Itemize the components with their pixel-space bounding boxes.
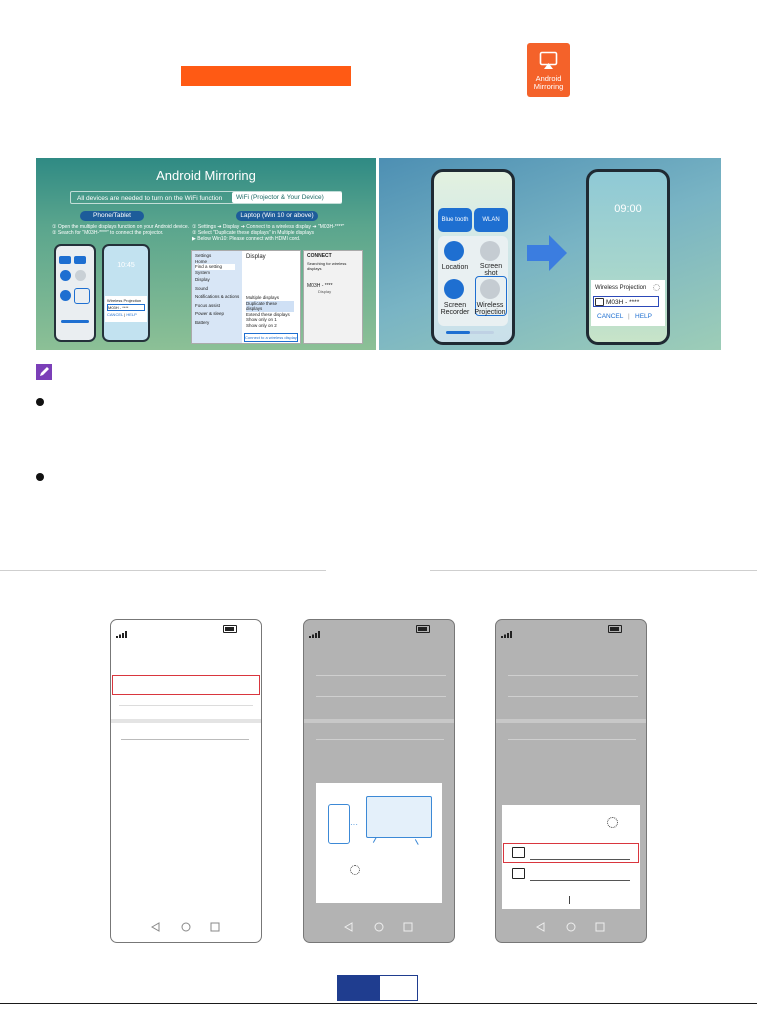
laptop-steps: ① Settings ➔ Display ➔ Connect to a wire…	[192, 224, 345, 242]
phone-steps: ① Open the multiple displays function on…	[52, 224, 190, 236]
nav-bar	[496, 920, 646, 934]
screenshot-icon[interactable]	[480, 241, 500, 261]
phone-illustration-icon	[328, 804, 350, 844]
nav-bar	[304, 920, 454, 934]
signal-icon	[116, 625, 130, 643]
page-tab	[379, 975, 418, 1001]
display-heading: Display	[246, 254, 266, 260]
phone-device-list-screen	[495, 619, 647, 943]
android-mirroring-banner: Android Mirroring All devices are needed…	[36, 158, 376, 350]
device-list-dialog	[502, 805, 640, 909]
nav-bar	[111, 920, 261, 934]
bluetooth-tile[interactable]: Blue tooth	[438, 208, 472, 232]
mini-phone-popup: 10:45 Wireless Projection M03H - **** CA…	[102, 244, 150, 342]
connect-panel: CONNECT Searching for wireless displays …	[303, 250, 363, 344]
location-icon[interactable]	[444, 241, 464, 261]
recorder-icon	[60, 290, 71, 301]
footer-line	[0, 1003, 757, 1004]
loading-spinner-icon	[607, 817, 618, 828]
wlan-tile	[74, 256, 86, 264]
settings-menu: Settings Home Find a setting System Disp…	[195, 253, 240, 325]
device-m03h[interactable]: M03H - ****	[593, 296, 659, 307]
projection-icon	[480, 279, 500, 299]
loading-spinner-icon	[653, 284, 660, 291]
phone-connecting-screen: ···	[303, 619, 455, 943]
divider-left	[0, 570, 326, 571]
mini-popup: Wireless Projection M03H - **** CANCEL |…	[105, 296, 147, 322]
bullet-2	[36, 473, 44, 481]
brightness-slider	[61, 320, 89, 323]
bullet-1	[36, 398, 44, 406]
laptop-tab: Laptop (Win 10 or above)	[236, 211, 318, 221]
page-tab-active	[337, 975, 379, 1001]
brightness-slider[interactable]	[446, 331, 494, 334]
signal-icon	[501, 625, 515, 643]
screen-recorder-icon[interactable]	[444, 279, 464, 299]
location-icon	[60, 270, 71, 281]
wireless-projection-banner: Blue tooth WLAN Location Screen shot Scr…	[379, 158, 721, 350]
divider-right	[430, 570, 757, 571]
bluetooth-tile	[59, 256, 71, 264]
screen-cast-icon	[539, 51, 558, 69]
mini-phone-control-panel	[54, 244, 96, 342]
phone-projection-popup: 09:00 Wireless Projection M03H - **** CA…	[586, 169, 670, 345]
battery-icon	[416, 625, 430, 633]
banner-wifi-label: WiFi (Projector & Your Device)	[232, 192, 342, 203]
projection-icon	[74, 288, 90, 304]
settings-item-highlighted[interactable]	[112, 675, 260, 695]
device-item-highlighted[interactable]	[503, 843, 639, 863]
android-mirroring-app-icon[interactable]: Android Mirroring	[527, 43, 570, 97]
projector-icon	[595, 298, 604, 306]
wireless-projection-tile[interactable]	[475, 276, 507, 316]
loading-spinner-icon	[350, 865, 360, 875]
windows-settings-window: Settings Home Find a setting System Disp…	[191, 250, 301, 344]
mini-time: 10:45	[117, 262, 135, 269]
projector-icon	[512, 847, 525, 858]
signal-icon	[309, 625, 323, 643]
arrow-right-icon	[527, 235, 567, 271]
help-button[interactable]: HELP	[635, 313, 652, 320]
icon-label: Android Mirroring	[533, 74, 564, 91]
cancel-button[interactable]: CANCEL	[597, 313, 624, 320]
tv-illustration-icon	[366, 796, 432, 838]
highlight-bar	[181, 66, 351, 86]
battery-icon	[608, 625, 622, 633]
phone-control-center: Blue tooth WLAN Location Screen shot Scr…	[431, 169, 515, 345]
screenshot-icon	[75, 270, 86, 281]
display-icon	[512, 868, 525, 879]
phone-settings-screen	[110, 619, 262, 943]
wlan-tile[interactable]: WLAN	[474, 208, 508, 232]
connect-wireless-display-link: Connect to a wireless display	[244, 333, 298, 342]
phone-tablet-tab: Phone/Tablet	[80, 211, 144, 221]
projection-popup: Wireless Projection M03H - **** CANCEL |…	[591, 280, 665, 326]
connect-device: M03H - ****	[307, 283, 333, 289]
connecting-dialog: ···	[316, 783, 442, 903]
clock: 09:00	[614, 203, 642, 215]
banner-title: Android Mirroring	[156, 168, 256, 183]
multiple-displays: Multiple displays Duplicate these displa…	[246, 295, 294, 328]
battery-icon	[223, 625, 237, 633]
note-icon	[36, 364, 52, 380]
